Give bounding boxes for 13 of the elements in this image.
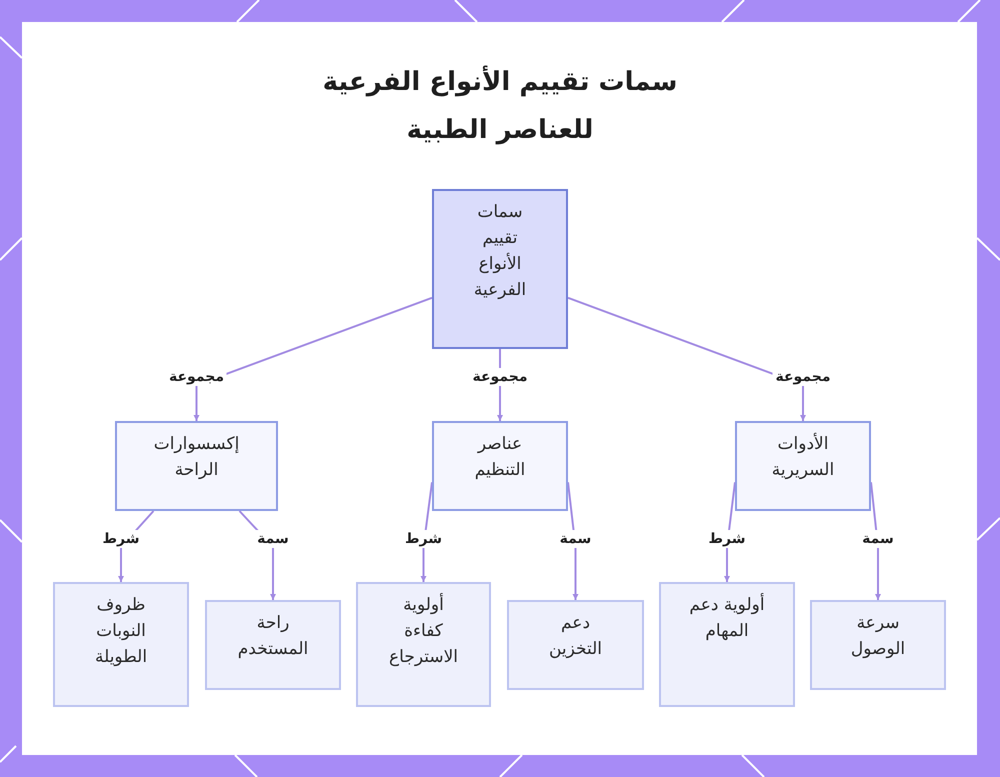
category-box: الأدوات السريرية [735, 421, 871, 511]
attribute-box: دعم التخزين [507, 600, 644, 690]
attribute-box: أولوية دعم المهام [659, 582, 795, 707]
attribute-box: سرعة الوصول [810, 600, 946, 690]
arrow [568, 296, 806, 421]
attribute-box: أولوية كفاءة الاسترجاع [356, 582, 491, 707]
category-box: عناصر التنظيم [432, 421, 568, 511]
root-box: سمات تقييم الأنواع الفرعية [432, 189, 568, 349]
category-box: إكسسوارات الراحة [115, 421, 278, 511]
diagram-title: سمات تقييم الأنواع الفرعية للعناصر الطبية [322, 64, 678, 147]
attribute-box: راحة المستخدم [205, 600, 341, 690]
arrow [194, 296, 432, 421]
attribute-box: ظروف النوبات الطويلة [53, 582, 189, 707]
